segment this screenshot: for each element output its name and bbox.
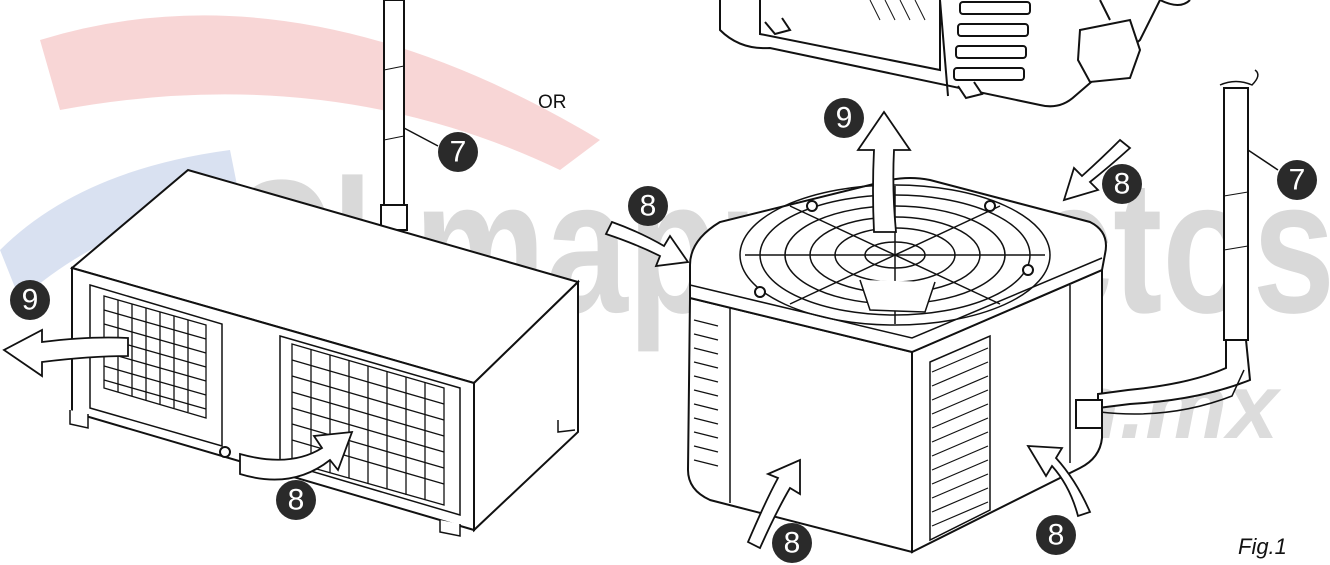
callout-intake-left-side: 8 (628, 186, 668, 226)
watermark-red-swoosh (40, 15, 600, 171)
svg-text:7: 7 (450, 136, 467, 169)
intake-arrow-right-top (1062, 138, 1132, 202)
intake-arrow-left (239, 430, 354, 481)
svg-text:9: 9 (22, 284, 39, 317)
svg-text:8: 8 (640, 190, 657, 223)
callout-exhaust-left: 9 (10, 280, 50, 320)
callout-pipe-left: 7 (438, 132, 478, 172)
callout-intake-right-top: 8 (1102, 164, 1142, 204)
callout-intake-bottom-right: 8 (1036, 515, 1076, 555)
callout-pipe-right: 7 (1277, 160, 1317, 200)
callout-exhaust-top: 9 (824, 98, 864, 138)
right-refrigerant-pipe (1075, 69, 1279, 429)
svg-text:7: 7 (1289, 164, 1306, 197)
right-coil-grille (291, 343, 445, 506)
svg-text:8: 8 (784, 527, 801, 560)
svg-text:8: 8 (288, 484, 305, 517)
callout-intake-bottom-front: 8 (772, 523, 812, 563)
right-airflow-arrows (604, 110, 1132, 550)
intake-arrow-left-side (604, 220, 690, 268)
left-airflow-arrows (2, 328, 354, 481)
svg-text:8: 8 (1048, 519, 1065, 552)
vertical-condensing-unit (686, 177, 1107, 554)
svg-text:9: 9 (836, 102, 853, 135)
intake-arrow-bottom-right (1026, 445, 1092, 518)
callout-badges: 7 7 9 9 8 8 8 8 (10, 98, 1317, 563)
exhaust-arrow-up (856, 110, 912, 233)
or-label: OR (538, 92, 567, 113)
intake-arrow-bottom-front (746, 458, 801, 550)
svg-text:8: 8 (1114, 168, 1131, 201)
callout-intake-left-unit: 8 (276, 480, 316, 520)
figure-caption: Fig.1 (1238, 534, 1287, 559)
wall-mount-unit (719, 0, 1191, 108)
horizontal-condensing-unit (69, 168, 580, 537)
exhaust-arrow-left (2, 328, 129, 378)
